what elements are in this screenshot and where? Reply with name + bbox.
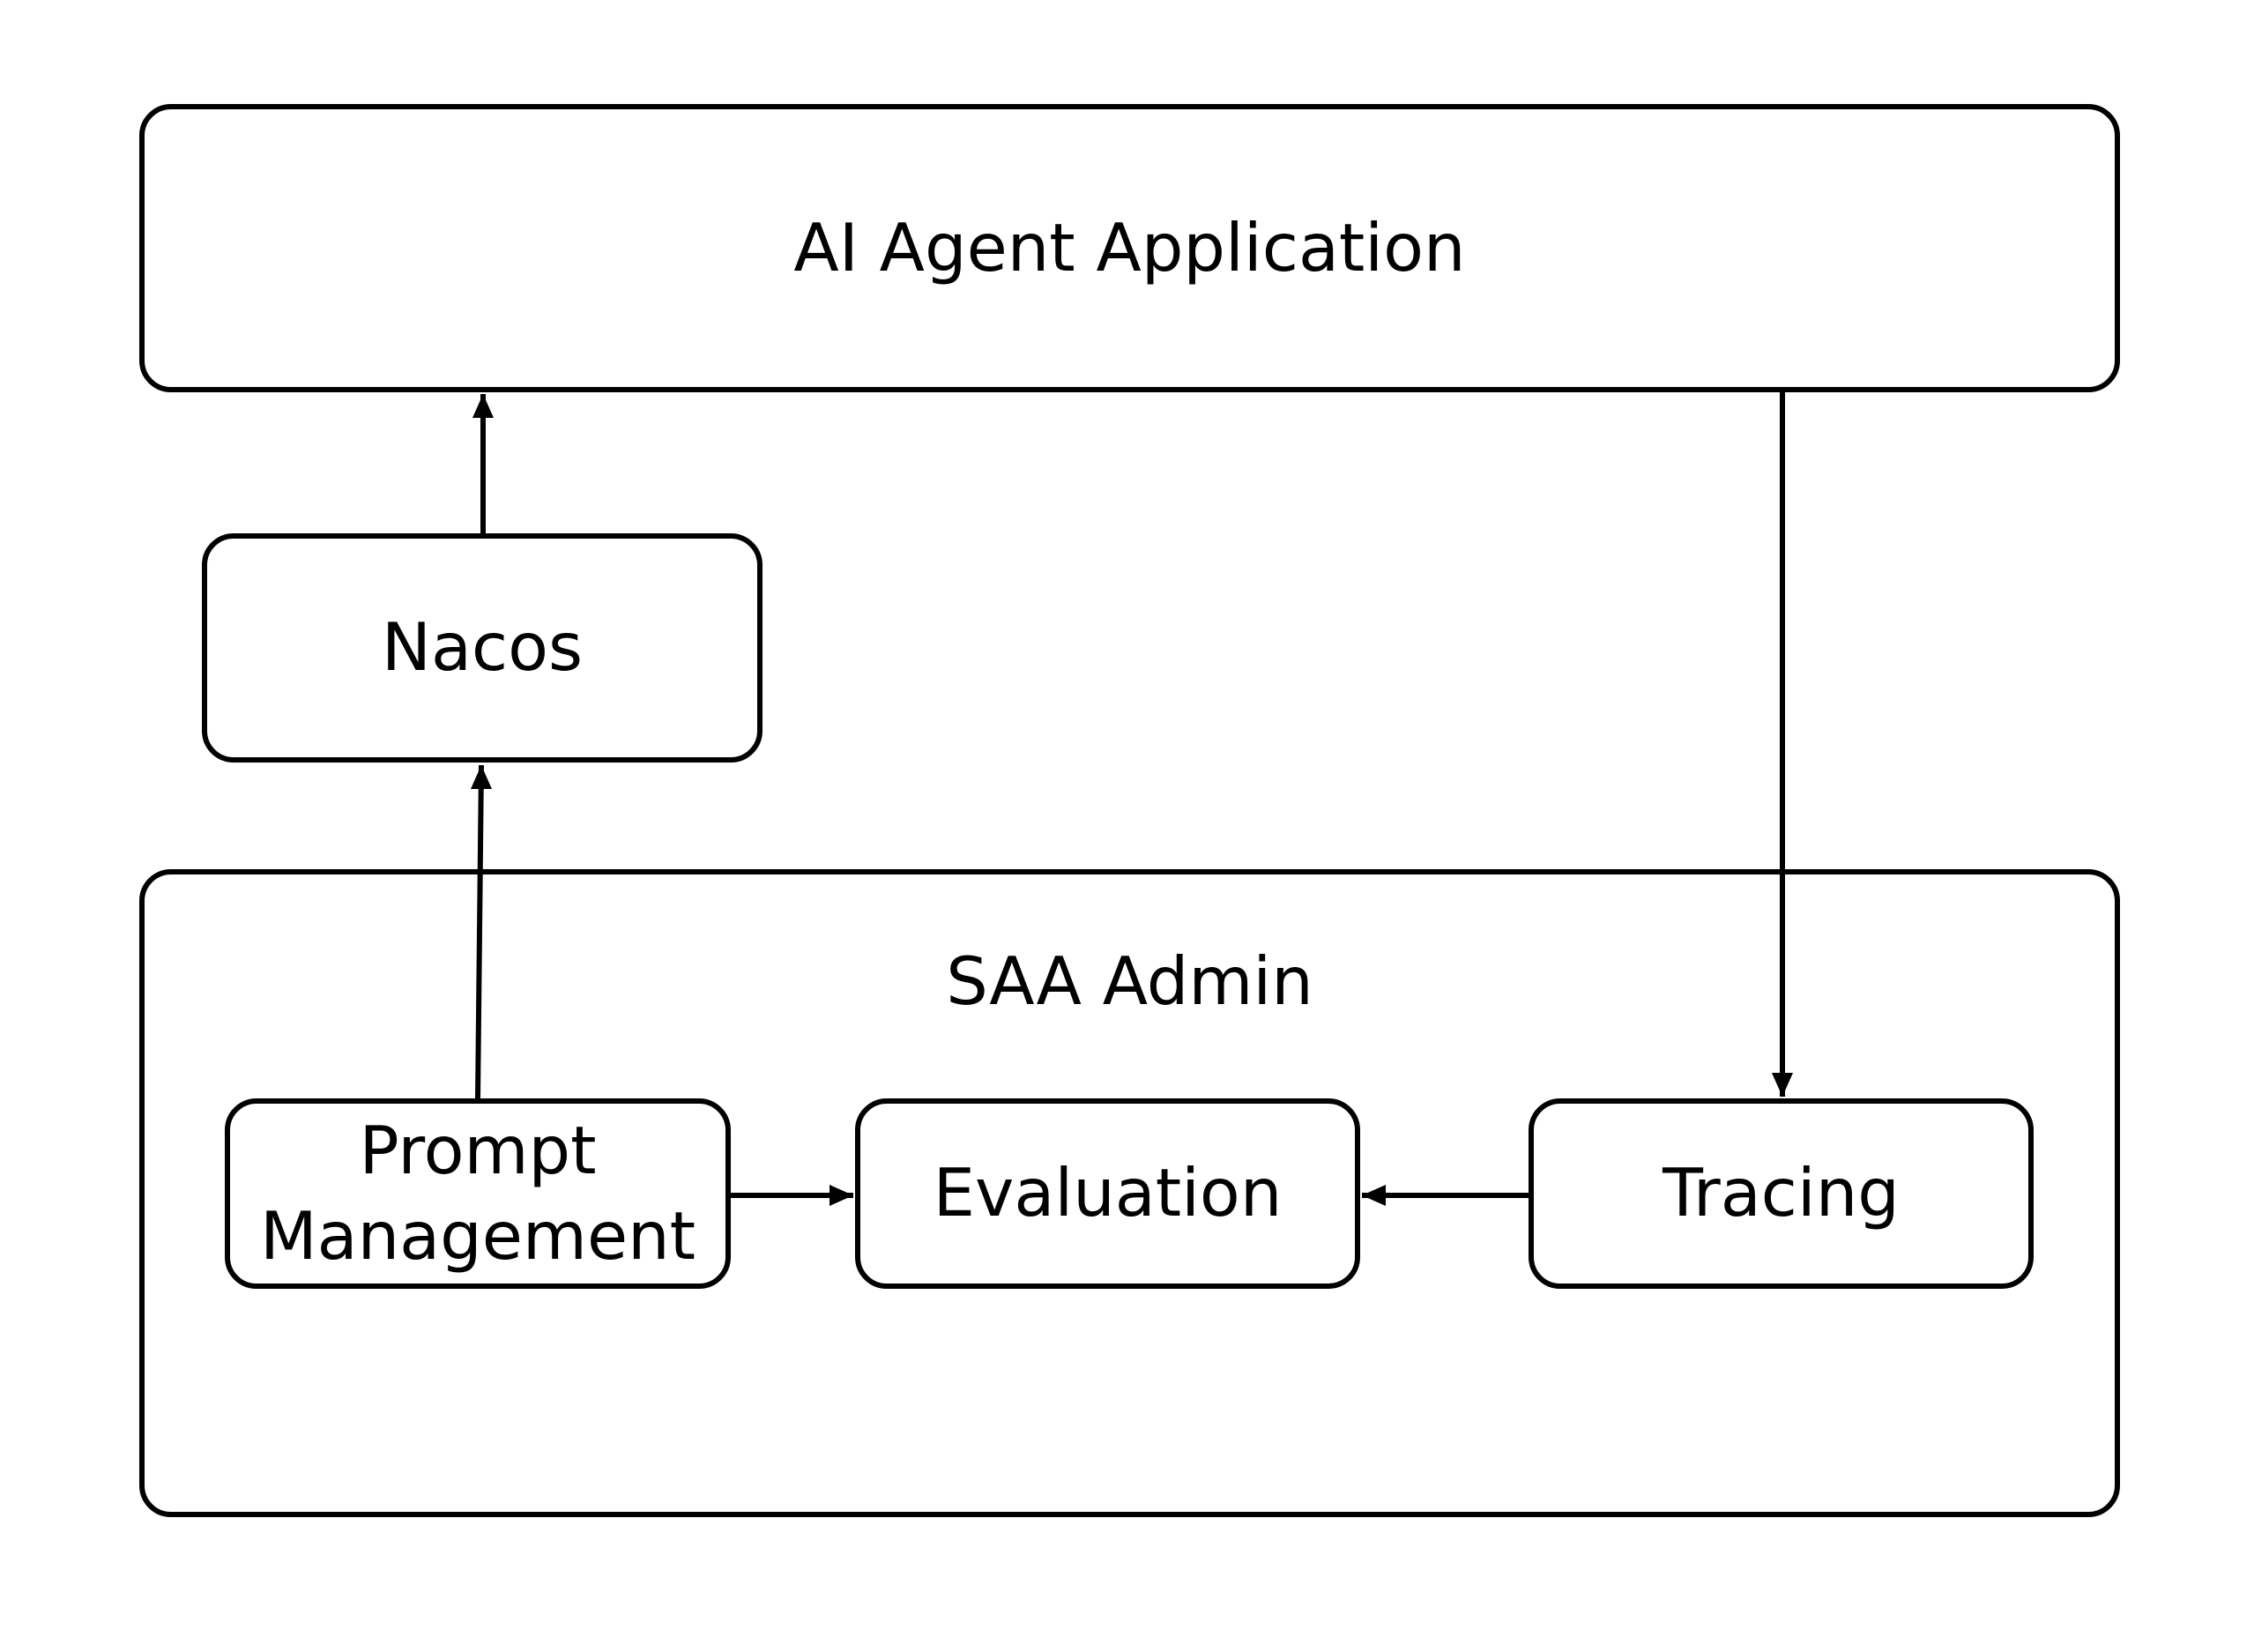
tracing-node: Tracing: [1529, 1098, 2034, 1289]
evaluation-label: Evaluation: [933, 1154, 1283, 1232]
arrowhead-nacos-to-app: [472, 394, 494, 418]
evaluation-node: Evaluation: [855, 1098, 1360, 1289]
tracing-label: Tracing: [1663, 1154, 1900, 1232]
prompt-management-node: Prompt Management: [225, 1098, 731, 1289]
prompt-management-label-line1: Prompt: [359, 1111, 597, 1189]
nacos-node: Nacos: [202, 533, 762, 763]
prompt-management-label-line2: Management: [259, 1197, 696, 1275]
arrowhead-prompt-to-nacos: [471, 765, 492, 789]
nacos-label: Nacos: [381, 608, 584, 687]
saa-admin-label: SAA Admin: [946, 942, 1313, 1020]
ai-agent-application-node: AI Agent Application: [139, 104, 2120, 392]
ai-agent-application-label: AI Agent Application: [793, 208, 1466, 286]
